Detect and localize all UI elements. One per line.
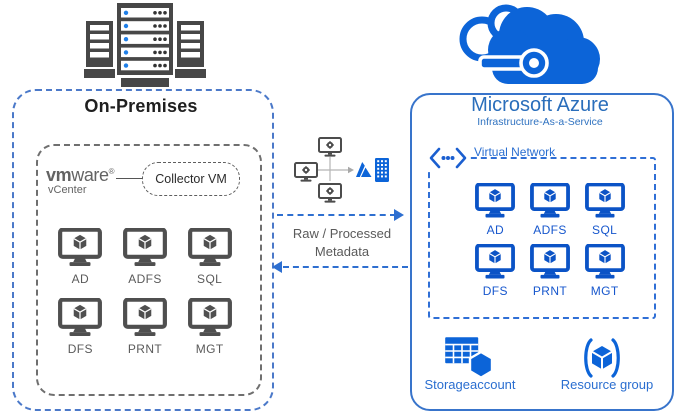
metadata-label: Raw / Processed Metadata	[280, 225, 404, 260]
small-arrow-icon	[348, 166, 354, 174]
onprem-vm-item: PRNT	[113, 298, 178, 368]
vm-label: DFS	[482, 284, 508, 298]
virtual-network-label: Virtual Network	[474, 145, 556, 159]
azure-vm-item: SQL	[577, 183, 632, 244]
vm-monitor-cube-icon	[530, 183, 570, 218]
vm-monitor-cube-icon	[584, 244, 625, 279]
onprem-vm-item: DFS	[48, 298, 113, 368]
arrow-left-head-icon	[272, 261, 282, 273]
vcenter-label: vCenter	[48, 183, 87, 196]
onprem-vm-grid: AD ADFS	[48, 228, 242, 368]
vm-monitor-cube-icon	[58, 298, 103, 337]
vm-monitor-cube-icon	[584, 183, 625, 218]
virtual-network-icon	[428, 146, 468, 170]
metadata-label-line1: Raw / Processed	[292, 226, 392, 241]
azure-logo-icon	[356, 162, 372, 177]
vmware-wordmark: vmware®	[46, 165, 115, 185]
azure-vm-item: PRNT	[523, 244, 578, 305]
vm-monitor-cube-icon	[187, 298, 232, 337]
vm-label: SQL	[592, 223, 618, 237]
azure-vm-item: DFS	[468, 244, 523, 305]
vm-label: AD	[71, 272, 90, 286]
vm-monitor-cube-icon	[475, 183, 516, 218]
storage-account-icon	[445, 337, 494, 379]
gear-monitor-icon	[318, 183, 342, 203]
azure-vm-item: AD	[468, 183, 523, 244]
vm-label: PRNT	[127, 342, 163, 356]
vm-label: MGT	[195, 342, 224, 356]
on-premises-box	[12, 89, 274, 411]
gear-monitor-icon	[294, 162, 318, 182]
azure-subtitle: Infrastructure-As-a-Service	[477, 116, 603, 128]
azure-box	[410, 93, 674, 411]
vm-monitor-cube-icon	[187, 228, 232, 267]
on-premises-title: On-Premises	[84, 96, 198, 116]
metadata-label-line2: Metadata	[314, 243, 370, 259]
azure-vm-item: ADFS	[523, 183, 578, 244]
vcenter-group-box	[36, 144, 262, 396]
vm-label: DFS	[67, 342, 93, 356]
vm-monitor-cube-icon	[58, 228, 103, 267]
vm-monitor-cube-icon	[530, 244, 570, 279]
collector-vm-box: Collector VM	[142, 162, 240, 196]
vm-label: AD	[486, 223, 505, 237]
vm-monitor-cube-icon	[123, 228, 167, 267]
vm-label: PRNT	[532, 284, 568, 298]
server-rack-icon	[84, 3, 206, 87]
vm-label: ADFS	[128, 272, 162, 286]
resource-group-label: Resource group	[560, 377, 654, 392]
collector-cluster-icon	[294, 137, 389, 203]
onprem-vm-item: ADFS	[113, 228, 178, 298]
azure-cloud-icon	[459, 4, 600, 84]
onprem-vm-item: AD	[48, 228, 113, 298]
building-icon	[375, 158, 389, 182]
metadata-arrow-left	[283, 266, 408, 268]
azure-vm-grid: AD ADFS	[468, 183, 632, 305]
virtual-network-box	[428, 157, 656, 319]
vmware-vcenter-logo: vmware® vCenter	[46, 165, 115, 196]
arrow-right-head-icon	[394, 209, 404, 221]
vmware-collector-connector-line	[116, 178, 144, 179]
vm-label: ADFS	[533, 223, 567, 237]
vm-label: MGT	[590, 284, 619, 298]
vm-label: SQL	[197, 272, 223, 286]
storage-account-label: Storageaccount	[424, 377, 516, 392]
metadata-arrow-right	[277, 214, 396, 216]
resource-group-icon	[584, 338, 620, 378]
onprem-vm-item: MGT	[177, 298, 242, 368]
azure-title: Microsoft Azure	[471, 94, 609, 116]
onprem-vm-item: SQL	[177, 228, 242, 298]
gear-monitor-icon	[318, 137, 342, 157]
vm-monitor-cube-icon	[123, 298, 167, 337]
vm-monitor-cube-icon	[475, 244, 516, 279]
azure-vm-item: MGT	[577, 244, 632, 305]
